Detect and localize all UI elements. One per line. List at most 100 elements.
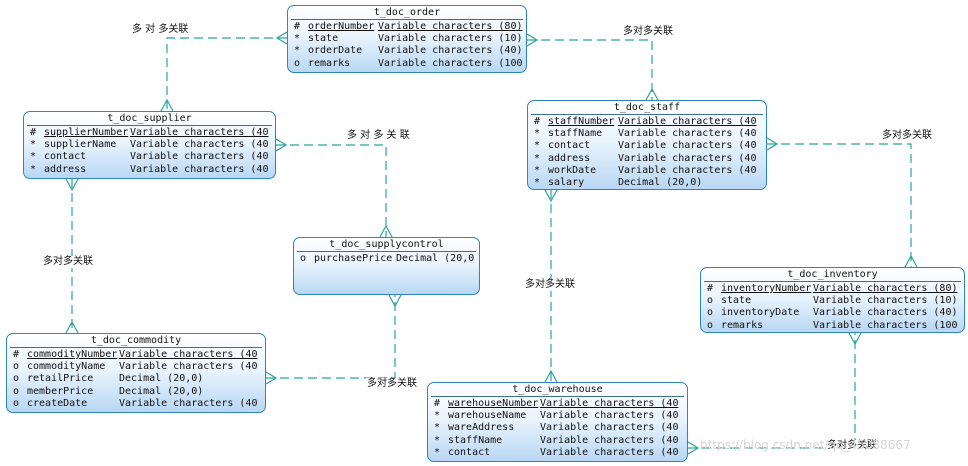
- attribute-key: *: [534, 164, 541, 176]
- entity-title: t_doc_warehouse: [512, 384, 603, 395]
- attribute-name: supplierNumber: [44, 127, 129, 138]
- attribute-key: *: [434, 410, 441, 422]
- attribute-row: o inventoryDate Variable characters (40): [707, 307, 960, 319]
- attribute-name: wareAddress: [448, 422, 515, 434]
- attribute-name: contact: [44, 151, 87, 163]
- relationship-label-order-staff: 多对多关联: [622, 26, 674, 38]
- title-divider: [531, 114, 763, 115]
- link-commodity-supplycontrol: [266, 295, 396, 379]
- attribute-type: Variable characters (40: [618, 164, 757, 176]
- attribute-name: commodityNumber: [27, 349, 118, 360]
- attribute-row: * supplierName Variable characters (40: [30, 139, 271, 151]
- relationship-label-supplier-supplycontrol: 多 对 多 关 联: [346, 130, 411, 142]
- attribute-key: o: [707, 295, 714, 307]
- link-order-supplier: [166, 37, 287, 111]
- relationship-label-staff-inventory: 多对多关联: [881, 130, 933, 142]
- attribute-name: address: [548, 152, 591, 164]
- relationship-label-warehouse-inventory: 多对多关联: [826, 440, 878, 452]
- crowfoot-warehouse-top: [544, 369, 558, 383]
- attribute-type: Variable characters (40: [540, 434, 679, 446]
- attribute-key: *: [534, 152, 541, 164]
- attribute-type: Variable characters (40: [130, 139, 269, 151]
- link-supplier-supplycontrol: [276, 144, 387, 237]
- attribute-key: *: [30, 151, 37, 163]
- attribute-name: warehouseName: [448, 410, 527, 422]
- attribute-key: *: [30, 139, 37, 151]
- attribute-name: staffNumber: [548, 116, 615, 127]
- attribute-name: contact: [448, 446, 491, 458]
- title-divider: [27, 125, 272, 126]
- entity-title: t_doc_order: [373, 7, 441, 18]
- link-staff-inventory: [767, 143, 912, 267]
- crowfoot-inventory-top: [904, 254, 918, 268]
- attribute-name: purchasePrice: [314, 253, 393, 264]
- entity-title: t_doc_inventory: [787, 269, 878, 280]
- attribute-type: Variable characters (40: [618, 152, 757, 164]
- attribute-type: Variable characters (40: [540, 446, 679, 458]
- attribute-name: state: [308, 33, 339, 45]
- crowfoot-supplier-top: [160, 98, 174, 112]
- attribute-type: Decimal (20,0): [618, 176, 703, 188]
- title-divider: [291, 19, 523, 20]
- title-divider: [10, 347, 262, 348]
- title-divider: [431, 396, 684, 397]
- attribute-name: state: [721, 295, 752, 307]
- attribute-key: #: [13, 349, 20, 360]
- attribute-type: Variable characters (40): [813, 307, 958, 319]
- attribute-name: contact: [548, 140, 591, 152]
- crowfoot-supplycontrol-top: [379, 224, 393, 238]
- crowfoot-warehouse-right: [687, 441, 700, 455]
- attribute-type: Variable characters (40: [130, 163, 269, 175]
- attribute-name: staffName: [448, 434, 503, 446]
- attribute-name: address: [44, 163, 87, 175]
- attribute-type: Variable characters (40): [378, 45, 523, 57]
- attribute-key: *: [294, 45, 301, 57]
- attribute-name: staffName: [548, 128, 603, 140]
- attribute-name: supplierName: [44, 139, 117, 151]
- attribute-row: * address Variable characters (40: [534, 153, 762, 165]
- attribute-type: Decimal (20,0): [119, 385, 204, 397]
- attribute-name: inventoryDate: [721, 307, 800, 319]
- entity-title: t_doc_commodity: [90, 335, 182, 346]
- attribute-type: Variable characters (80): [378, 21, 523, 32]
- entity-title: t_doc_supplier: [107, 113, 192, 124]
- attribute-type: Decimal (20,0: [396, 253, 475, 264]
- relationship-label-order-supplier: 多 对 多关联: [131, 24, 190, 36]
- attribute-key: #: [707, 283, 714, 294]
- relationship-label-commodity-supplycontrol: 多对多关联: [366, 378, 418, 390]
- attribute-key: o: [707, 307, 714, 319]
- relationship-label-supplier-commodity: 多对多关联: [42, 256, 94, 268]
- attribute-key: o: [294, 57, 301, 69]
- attribute-name: memberPrice: [27, 385, 94, 397]
- attribute-type: Variable characters (100: [813, 319, 958, 331]
- attribute-type: Variable characters (40: [119, 397, 258, 409]
- attribute-type: Variable characters (40: [540, 422, 679, 434]
- attribute-type: Variable characters (40: [119, 349, 258, 360]
- attribute-name: createDate: [27, 397, 88, 409]
- attribute-name: remarks: [308, 57, 351, 69]
- attribute-key: o: [13, 373, 20, 385]
- attribute-key: #: [294, 21, 301, 32]
